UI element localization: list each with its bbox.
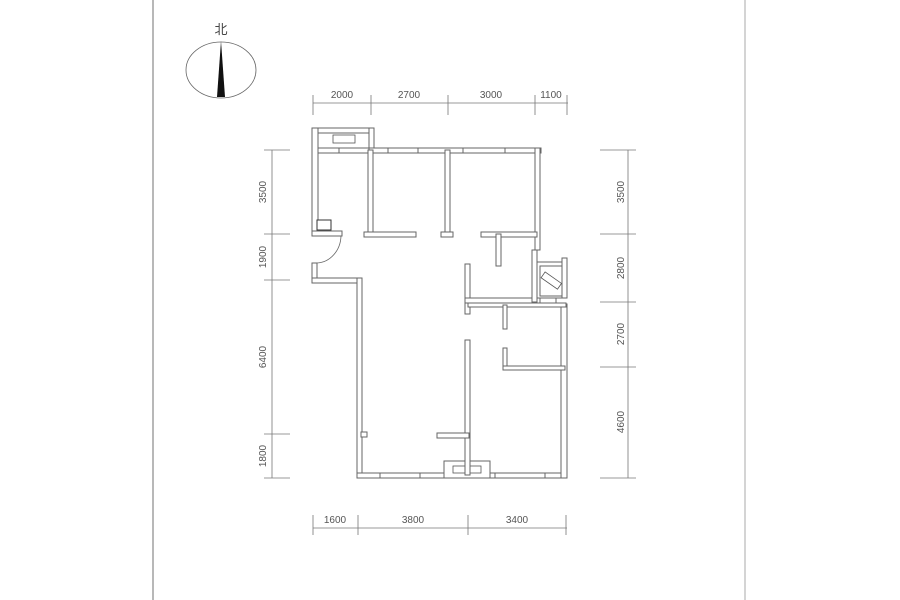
dim-bottom-3: 3400 <box>506 515 529 526</box>
right-dimension-line: 3500 2800 2700 4600 <box>600 149 636 479</box>
dim-left-4: 1800 <box>258 444 269 467</box>
dim-top-1: 2000 <box>331 90 354 101</box>
dim-left-2: 1900 <box>258 245 269 268</box>
dim-bottom-2: 3800 <box>402 515 425 526</box>
dim-top-4: 1100 <box>540 90 562 101</box>
dim-left-3: 6400 <box>258 345 269 368</box>
dim-right-2: 2800 <box>616 256 627 279</box>
dim-top-3: 3000 <box>480 90 503 101</box>
ac-unit-icon <box>540 271 563 290</box>
bottom-dimension-line: 1600 3800 3400 <box>312 515 567 535</box>
top-dimension-line: 2000 2700 3000 1100 <box>312 90 568 115</box>
dim-right-4: 4600 <box>616 410 627 433</box>
walls <box>311 127 568 479</box>
north-label: 北 <box>214 22 227 37</box>
ac-unit-icon <box>332 134 356 144</box>
left-dimension-line: 3500 1900 6400 1800 <box>258 149 290 479</box>
dim-right-1: 3500 <box>616 180 627 203</box>
appliance-icon <box>316 219 332 231</box>
dim-right-3: 2700 <box>616 322 627 345</box>
dim-left-1: 3500 <box>258 180 269 203</box>
dim-top-2: 2700 <box>398 90 421 101</box>
dim-bottom-1: 1600 <box>324 515 347 526</box>
north-arrow-icon: 北 <box>185 22 257 99</box>
door-swing-icon <box>316 235 342 264</box>
